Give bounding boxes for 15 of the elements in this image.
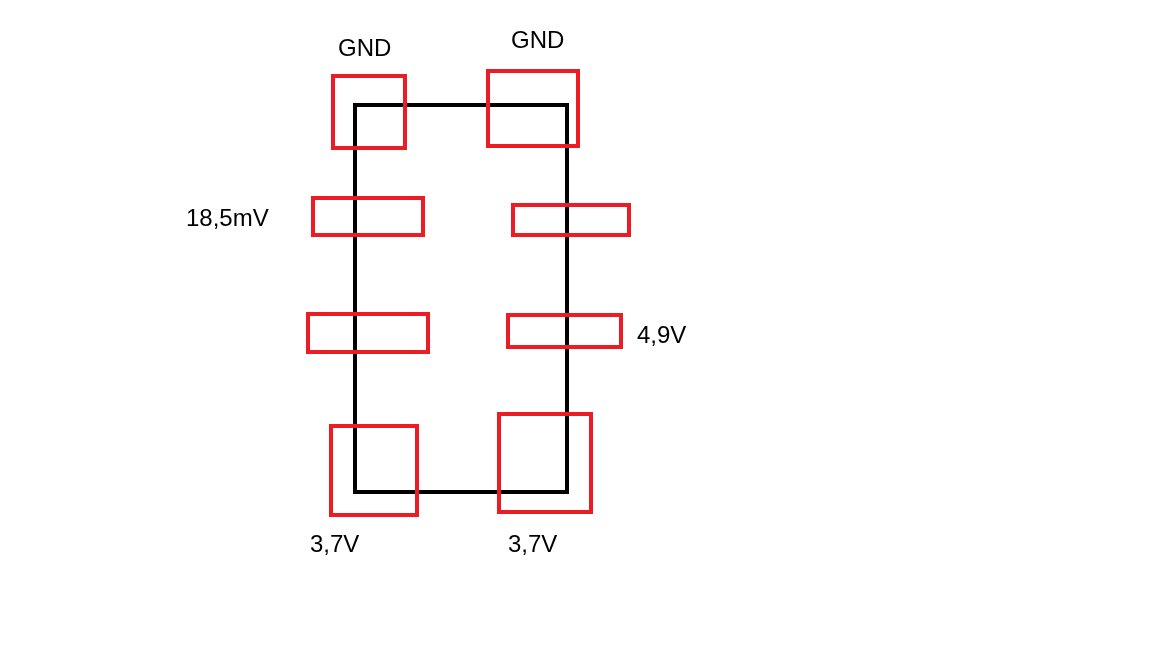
pad [329, 424, 419, 517]
pin-label: GND [338, 36, 392, 60]
pin-label: 3,7V [508, 532, 558, 556]
pad [331, 74, 407, 150]
pad [486, 69, 580, 148]
pad [511, 203, 631, 237]
pad [506, 313, 623, 349]
pin-label: 3,7V [310, 532, 360, 556]
pin-label: GND [511, 28, 565, 52]
pin-label: 4,9V [637, 323, 687, 347]
pad [311, 196, 425, 237]
pin-label: 18,5mV [186, 206, 269, 230]
pad [497, 412, 593, 514]
chip-body [353, 103, 569, 494]
pad [306, 312, 430, 354]
